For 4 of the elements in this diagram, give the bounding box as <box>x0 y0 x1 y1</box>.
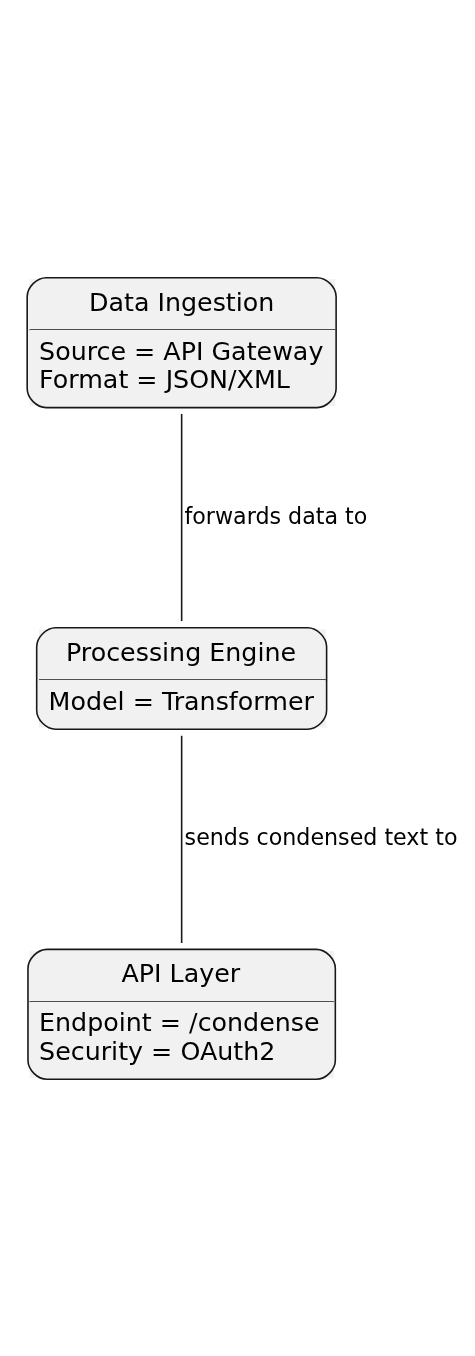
edge-label: forwards data to <box>184 502 368 529</box>
connector <box>180 412 183 622</box>
connector <box>180 734 183 944</box>
edge-label: sends condensed text to <box>184 823 458 850</box>
